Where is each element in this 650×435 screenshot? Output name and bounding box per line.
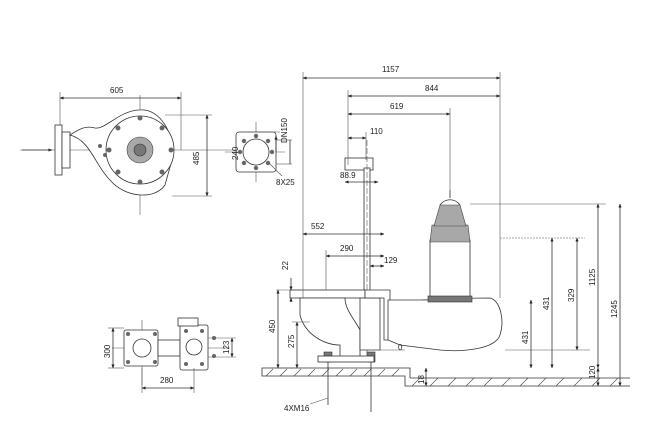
top-view: 605 485 (20, 86, 250, 215)
dim-0: 0 (398, 343, 403, 352)
dim-329: 329 (567, 288, 576, 302)
dim-450: 450 (268, 319, 277, 333)
dim-1245: 1245 (610, 300, 619, 318)
dim-275: 275 (287, 334, 296, 348)
top-view-bolts (98, 115, 174, 185)
dim-485: 485 (192, 151, 201, 165)
base-view: 300 123 280 (103, 317, 236, 393)
dim-605: 605 (110, 86, 124, 95)
dim-110: 110 (370, 127, 383, 136)
dim-4xm16: 4XM16 (284, 404, 310, 413)
dim-290: 290 (340, 244, 354, 253)
dim-552: 552 (311, 222, 325, 231)
dim-123: 123 (222, 340, 231, 354)
dim-88-9: 88.9 (340, 171, 356, 180)
dim-300: 300 (103, 344, 112, 358)
dim-8x25: 8X25 (276, 178, 295, 187)
dim-431-upper: 431 (542, 296, 551, 310)
dim-619: 619 (390, 102, 404, 111)
flange-view: 240 DN150 8X25 (225, 118, 295, 187)
dim-18: 18 (417, 375, 426, 384)
dim-844: 844 (425, 84, 439, 93)
dim-240: 240 (231, 146, 240, 160)
dim-120: 120 (588, 365, 597, 379)
dim-dn150: DN150 (280, 118, 289, 143)
dim-1125: 1125 (588, 268, 597, 286)
dim-129: 129 (384, 256, 398, 265)
dim-431-lower: 431 (521, 330, 530, 344)
ground-hatching (265, 368, 619, 387)
dim-1157: 1157 (382, 65, 400, 74)
side-view: 1157 844 619 110 88.9 552 290 129 22 450 (261, 65, 630, 413)
dim-280: 280 (160, 376, 174, 385)
dim-22: 22 (281, 261, 290, 270)
